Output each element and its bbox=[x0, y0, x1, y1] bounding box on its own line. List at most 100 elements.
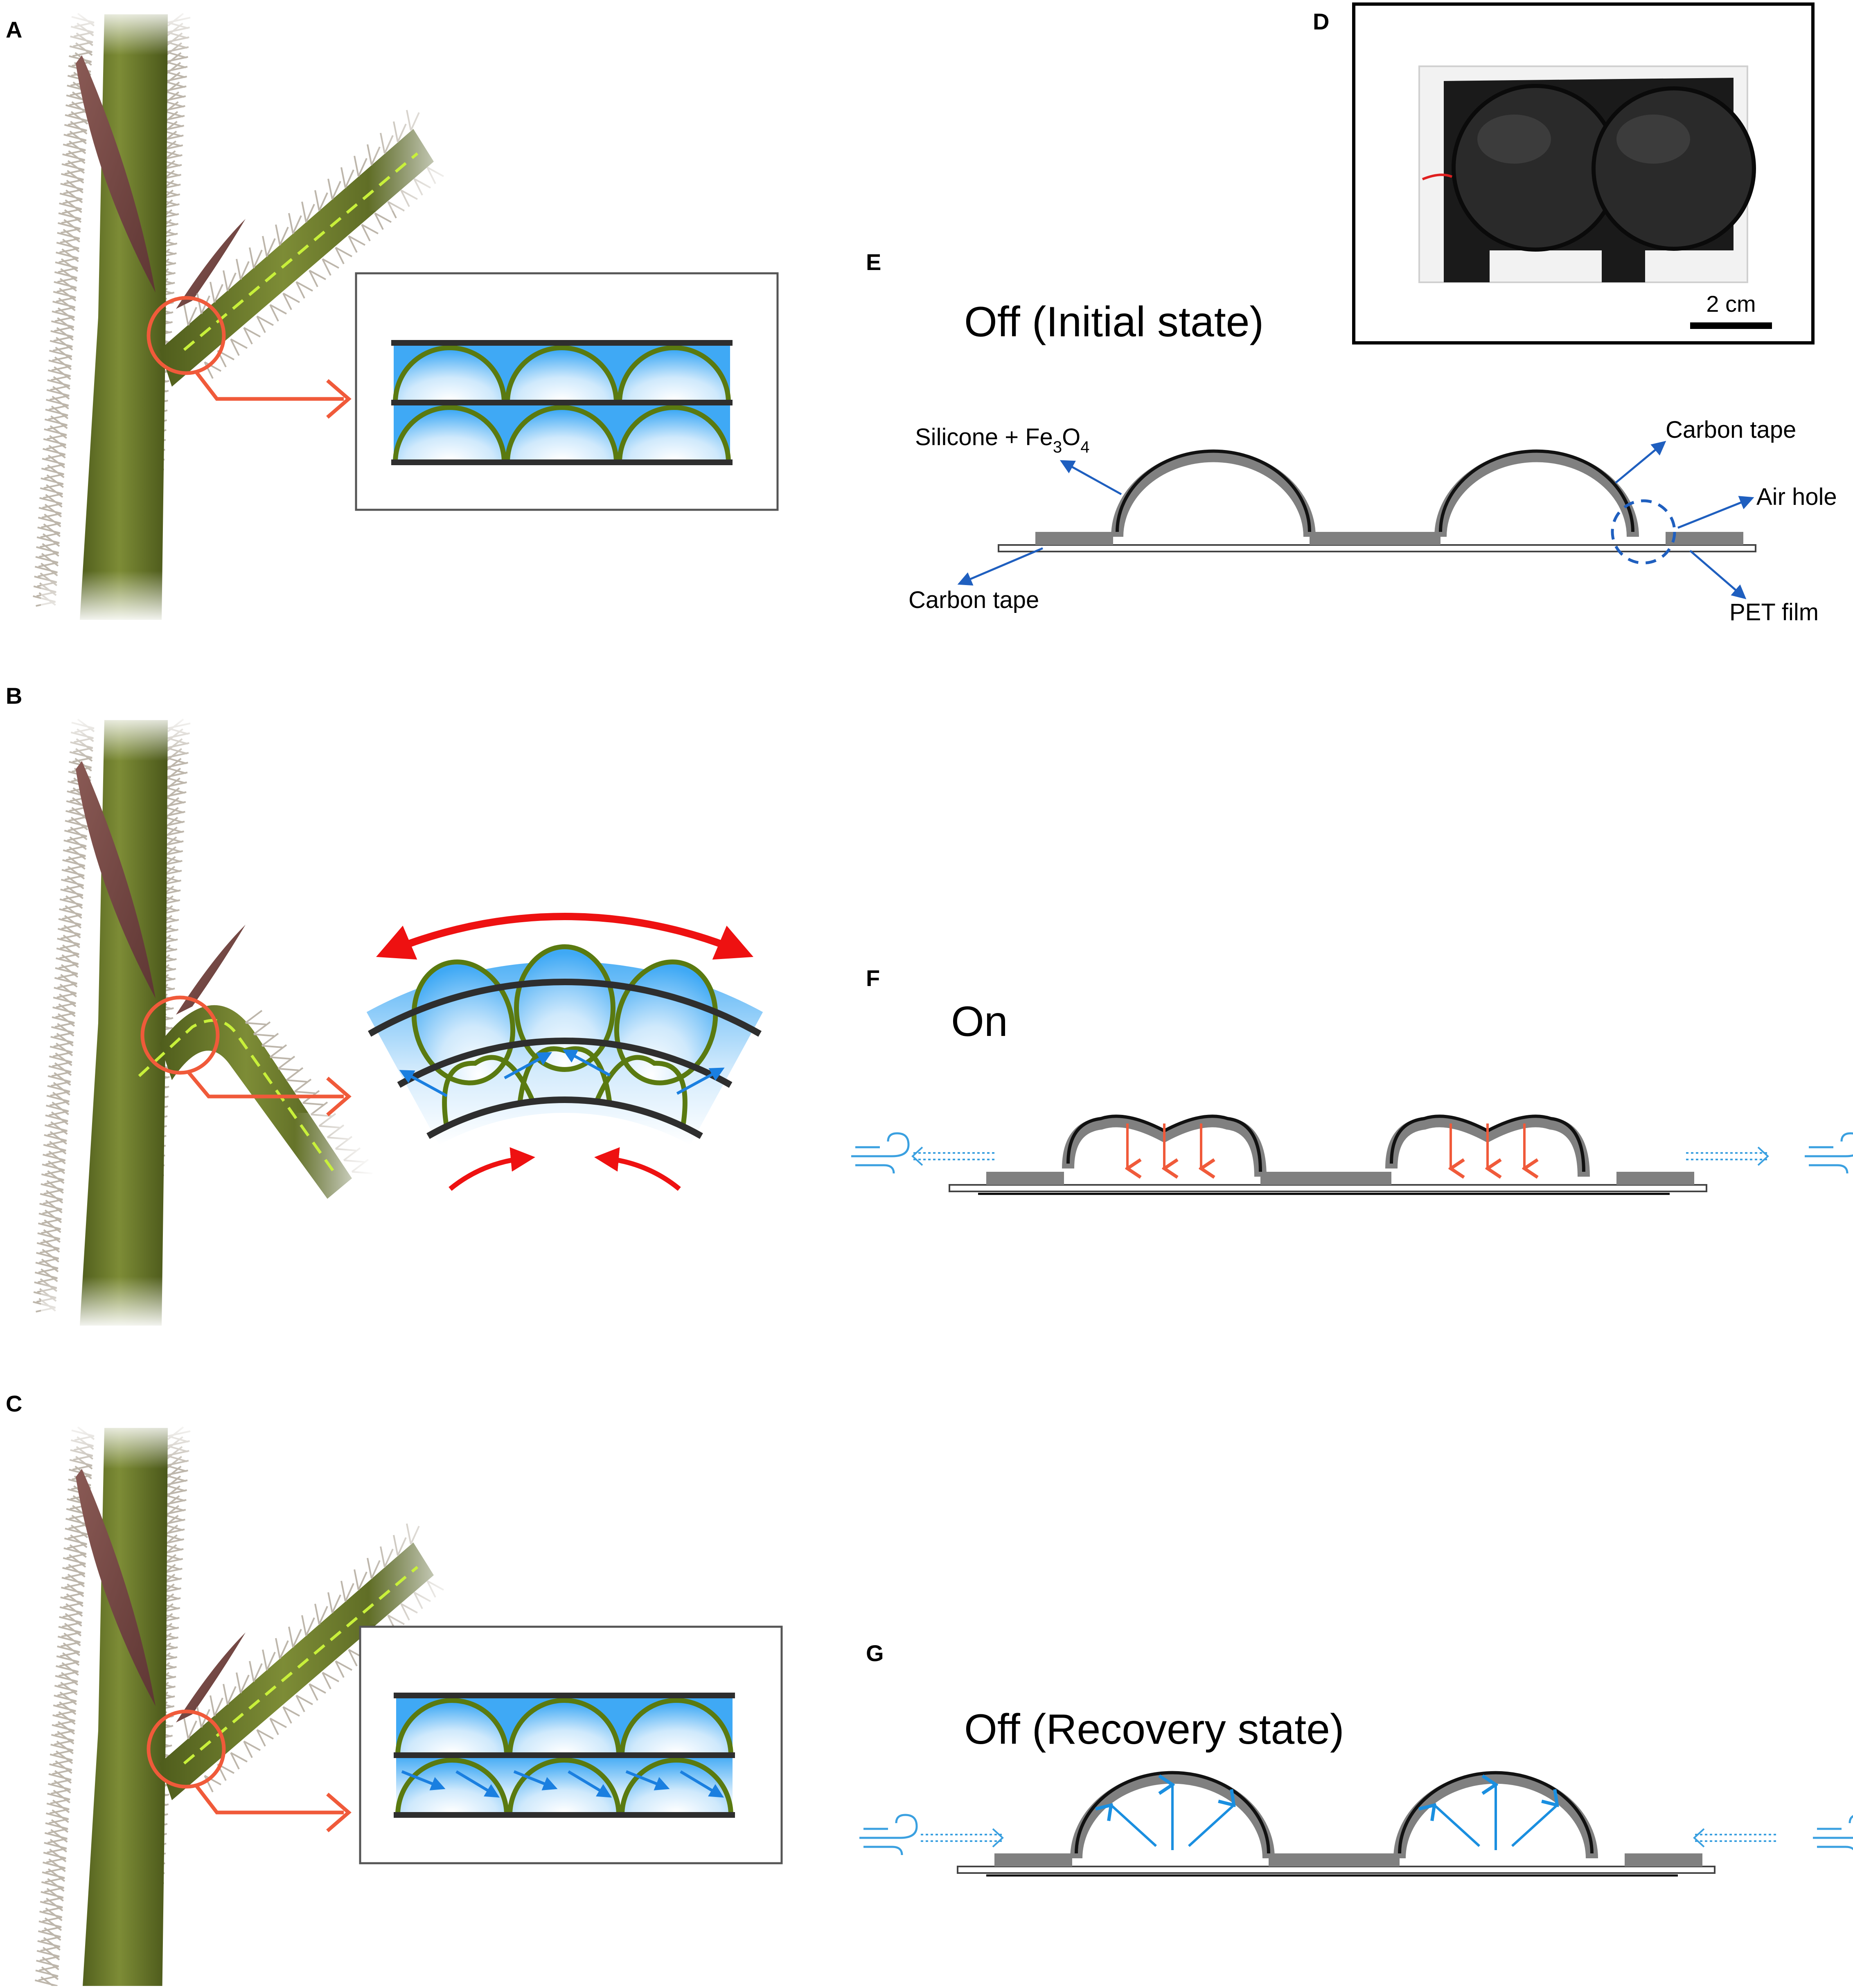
dome-carbon-layer bbox=[1439, 449, 1634, 532]
leaf bbox=[76, 761, 156, 998]
cell bbox=[398, 1760, 507, 1815]
device-f bbox=[851, 1114, 1853, 1195]
label-carbon-tape-top: Carbon tape bbox=[1666, 417, 1796, 443]
cell-wall bbox=[393, 405, 507, 463]
branch bbox=[160, 129, 434, 387]
plant-illustration-c bbox=[34, 1420, 467, 1988]
highlight-leader bbox=[195, 371, 344, 401]
highlight-arrowhead bbox=[326, 1076, 352, 1117]
joint-highlight bbox=[147, 1709, 226, 1789]
scale-bar-label: 2 cm bbox=[1706, 291, 1756, 317]
flow-arrow bbox=[504, 1052, 552, 1079]
air-flow-head bbox=[1757, 1146, 1769, 1166]
bend-arrow-top bbox=[376, 913, 754, 960]
cell bbox=[620, 348, 728, 403]
plant-illustration-a bbox=[33, 6, 467, 624]
label-silicone: Silicone + Fe3O4 bbox=[915, 424, 1090, 456]
air-flow-head bbox=[1693, 1828, 1705, 1848]
wind-icon bbox=[1813, 1815, 1853, 1851]
leaf-small bbox=[176, 1632, 246, 1722]
joint-highlight bbox=[147, 296, 226, 375]
cell-wall bbox=[395, 1758, 509, 1815]
state-title-on: On bbox=[951, 998, 1008, 1045]
cell bbox=[510, 1700, 619, 1755]
panel-label-d: D bbox=[1313, 9, 1329, 34]
schematic-f: On bbox=[851, 998, 1853, 1195]
cell-layers-c bbox=[394, 1693, 735, 1818]
pet-film bbox=[998, 544, 1756, 552]
wire-photo bbox=[1422, 173, 1453, 180]
label-carbon-tape-bottom: Carbon tape bbox=[908, 587, 1039, 613]
label-pet-film: PET film bbox=[1729, 599, 1819, 626]
guide-line bbox=[138, 1019, 337, 1175]
panel-label-b: B bbox=[6, 683, 22, 709]
cell-wall bbox=[507, 1758, 621, 1815]
photo-panel-d: 2 cm bbox=[1352, 2, 1815, 344]
plant-illustration-b bbox=[33, 712, 376, 1330]
wind-icon bbox=[851, 1132, 910, 1174]
cell-wall bbox=[507, 1698, 621, 1756]
panel-label-g: G bbox=[866, 1640, 884, 1666]
cell-wall bbox=[505, 405, 619, 463]
cell bbox=[395, 408, 504, 462]
pet-film bbox=[949, 1184, 1707, 1192]
carbon-tape-left bbox=[1035, 532, 1113, 545]
recovery-arrow bbox=[1511, 1805, 1557, 1847]
carbon-tape-left bbox=[994, 1853, 1072, 1866]
cell bbox=[507, 408, 616, 462]
carbon-tape-center bbox=[1260, 1172, 1391, 1185]
pet-film bbox=[957, 1866, 1715, 1874]
compress-arrow-left bbox=[449, 1147, 535, 1191]
flow-arrow bbox=[676, 1067, 725, 1095]
highlight-leader bbox=[195, 1785, 344, 1815]
guide-line bbox=[183, 1566, 419, 1765]
bent-sheet bbox=[397, 1038, 733, 1088]
highlight-arrowhead bbox=[326, 1792, 352, 1833]
dome-membrane bbox=[1111, 450, 1316, 537]
structure-box-a bbox=[355, 272, 779, 511]
cell-wall bbox=[620, 1758, 733, 1815]
bent-sheet bbox=[368, 979, 762, 1037]
recovery-arrow bbox=[1434, 1805, 1481, 1847]
joint-highlight bbox=[140, 995, 220, 1075]
dome-carbon-layer bbox=[1398, 1771, 1594, 1854]
air-hole-marker bbox=[1611, 499, 1676, 565]
flow-arrow bbox=[401, 1770, 446, 1790]
panel-label-f: F bbox=[866, 965, 880, 991]
flow-arrow bbox=[513, 1770, 558, 1790]
device-g bbox=[859, 1771, 1853, 1877]
flow-arrow bbox=[562, 1049, 611, 1077]
carbon-tape-right bbox=[1666, 532, 1743, 545]
panel-label-c: C bbox=[6, 1391, 22, 1416]
leaf-small bbox=[176, 219, 246, 309]
cell bbox=[398, 1700, 507, 1755]
recovery-arrow bbox=[1188, 1805, 1234, 1847]
flow-arrow bbox=[399, 1070, 448, 1097]
panel-label-a: A bbox=[6, 17, 22, 43]
leaf bbox=[76, 1469, 156, 1706]
recovery-arrow bbox=[1111, 1805, 1157, 1847]
structure-box-c bbox=[359, 1626, 783, 1864]
cell-wall bbox=[505, 345, 619, 403]
schematic-g: Off (Recovery state) bbox=[859, 1706, 1853, 1877]
cell bbox=[395, 348, 504, 403]
flow-arrow bbox=[680, 1770, 724, 1798]
wind-icon bbox=[1805, 1132, 1853, 1174]
air-flow-head bbox=[911, 1146, 923, 1166]
cell-wall bbox=[395, 1698, 509, 1756]
cell bbox=[622, 1760, 731, 1815]
flow-arrow bbox=[568, 1770, 612, 1798]
flow-arrow bbox=[625, 1770, 670, 1790]
wind-icon bbox=[859, 1814, 918, 1855]
carbon-tape-right bbox=[1616, 1172, 1694, 1185]
bent-structure-b bbox=[366, 913, 763, 1191]
cell-bent-bottom bbox=[594, 1055, 688, 1128]
cell bbox=[507, 348, 616, 403]
dome-membrane bbox=[1434, 450, 1639, 537]
leaf bbox=[76, 55, 156, 293]
cell-wall bbox=[393, 345, 507, 403]
branch bbox=[160, 1542, 434, 1800]
cell-wall bbox=[620, 1698, 733, 1756]
